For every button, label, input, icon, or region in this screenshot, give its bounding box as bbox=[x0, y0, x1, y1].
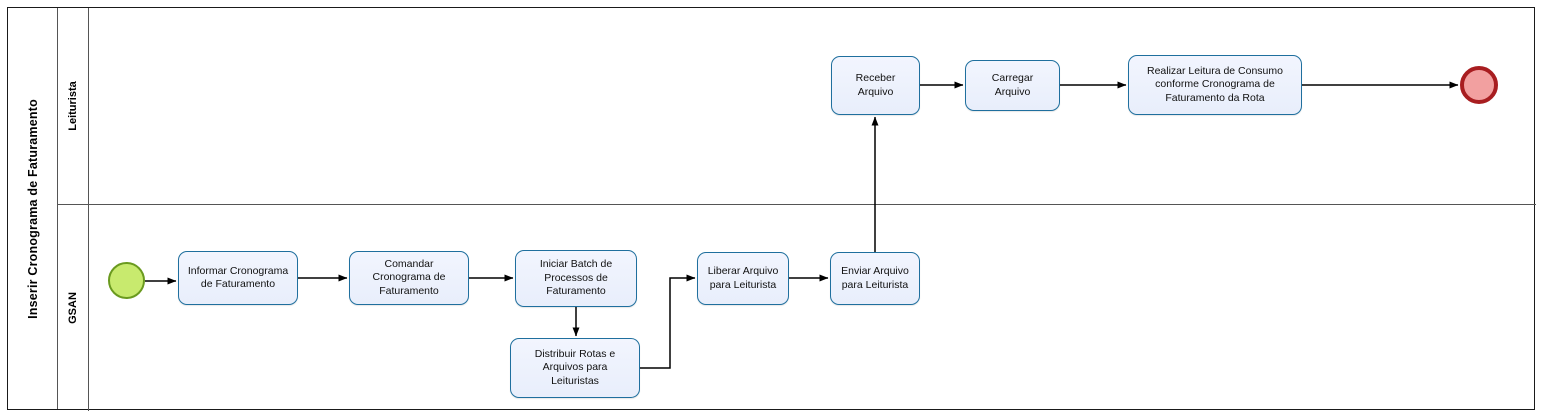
task-realizar-leitura[interactable]: Realizar Leitura de Consumo conforme Cro… bbox=[1128, 55, 1302, 115]
task-enviar-arquivo[interactable]: Enviar Arquivo para Leiturista bbox=[830, 252, 920, 305]
pool-inserir-cronograma-de-faturamento: Inserir Cronograma de Faturamento Leitur… bbox=[7, 7, 1536, 411]
task-comandar-cronograma[interactable]: Comandar Cronograma de Faturamento bbox=[349, 251, 469, 305]
lane-label-gsan: GSAN bbox=[58, 205, 89, 411]
task-liberar-arquivo[interactable]: Liberar Arquivo para Leiturista bbox=[697, 252, 789, 305]
task-carregar-arquivo[interactable]: Carregar Arquivo bbox=[965, 60, 1060, 111]
start-event-circle[interactable] bbox=[108, 262, 145, 299]
lane-leiturista: Leiturista bbox=[58, 8, 1536, 205]
end-event-circle[interactable] bbox=[1460, 66, 1498, 104]
task-iniciar-batch[interactable]: Iniciar Batch de Processos de Faturament… bbox=[515, 250, 637, 307]
lane-label-leiturista-text: Leiturista bbox=[67, 81, 80, 131]
task-distribuir-rotas[interactable]: Distribuir Rotas e Arquivos para Leituri… bbox=[510, 338, 640, 398]
task-informar-cronograma[interactable]: Informar Cronograma de Faturamento bbox=[178, 251, 298, 305]
task-receber-arquivo[interactable]: Receber Arquivo bbox=[831, 56, 920, 115]
lane-label-gsan-text: GSAN bbox=[67, 292, 79, 324]
lane-label-leiturista: Leiturista bbox=[58, 8, 89, 204]
pool-label-text: Inserir Cronograma de Faturamento bbox=[25, 98, 40, 319]
pool-label: Inserir Cronograma de Faturamento bbox=[8, 8, 58, 409]
lane-gsan: GSAN bbox=[58, 205, 1536, 411]
